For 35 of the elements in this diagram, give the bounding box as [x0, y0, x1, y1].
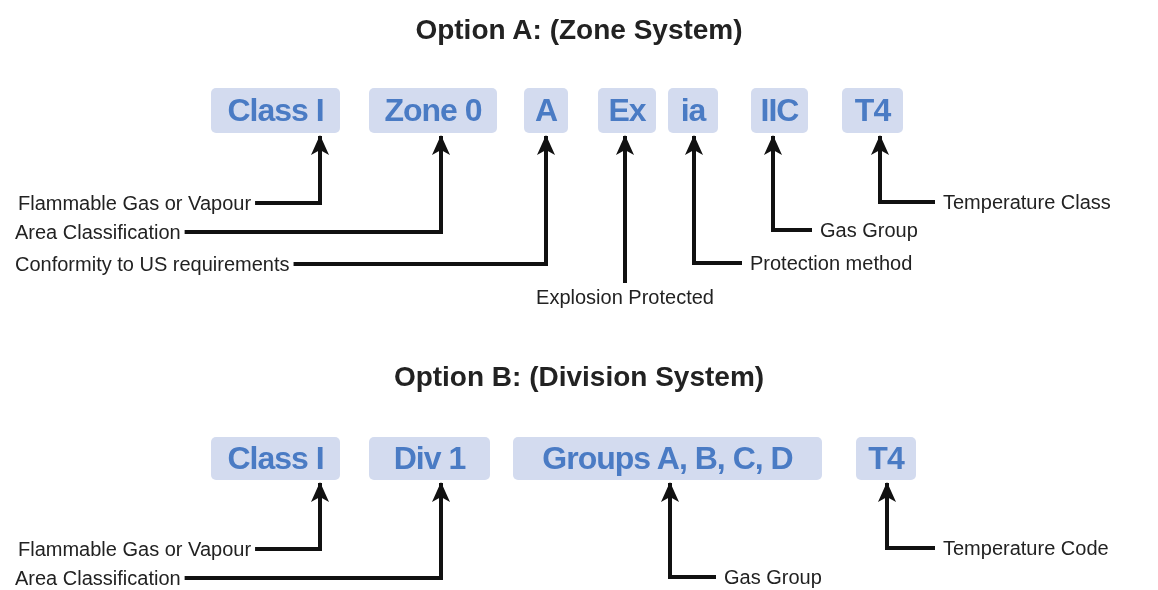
description-text: Temperature Class	[943, 190, 1111, 214]
description-text: Area Classification	[15, 566, 181, 590]
leader-arrow	[685, 135, 742, 265]
leader-arrow	[255, 135, 329, 205]
description-text: Flammable Gas or Vapour	[18, 191, 252, 215]
leader-arrow	[184, 135, 450, 234]
marking-code-tag: T4	[842, 88, 903, 133]
description-text: Gas Group	[724, 565, 822, 589]
description-text: Area Classification	[15, 220, 181, 244]
leader-arrow	[255, 482, 329, 551]
marking-code-tag: A	[524, 88, 568, 133]
leader-arrow	[878, 482, 935, 550]
marking-code-tag: Class I	[211, 88, 340, 133]
leader-arrow	[871, 135, 935, 204]
description-text: Explosion Protected	[536, 285, 714, 309]
leader-arrow	[616, 135, 634, 283]
description-text: Gas Group	[820, 218, 918, 242]
leader-arrow	[661, 482, 716, 579]
marking-code-tag: T4	[856, 437, 916, 480]
description-text: Flammable Gas or Vapour	[18, 537, 252, 561]
marking-code-tag: Div 1	[369, 437, 490, 480]
marking-code-tag: ia	[668, 88, 718, 133]
marking-code-tag: Groups A, B, C, D	[513, 437, 822, 480]
marking-code-tag: Zone 0	[369, 88, 497, 133]
marking-code-tag: Ex	[598, 88, 656, 133]
leader-arrow	[184, 482, 450, 580]
leader-arrow	[764, 135, 812, 232]
description-text: Temperature Code	[943, 536, 1109, 560]
section-heading: Option A: (Zone System)	[415, 14, 743, 46]
marking-code-tag: Class I	[211, 437, 340, 480]
section-heading: Option B: (Division System)	[393, 361, 765, 393]
description-text: Conformity to US requirements	[15, 252, 290, 276]
description-text: Protection method	[750, 251, 913, 275]
marking-code-tag: IIC	[751, 88, 808, 133]
leader-arrow	[293, 135, 555, 266]
